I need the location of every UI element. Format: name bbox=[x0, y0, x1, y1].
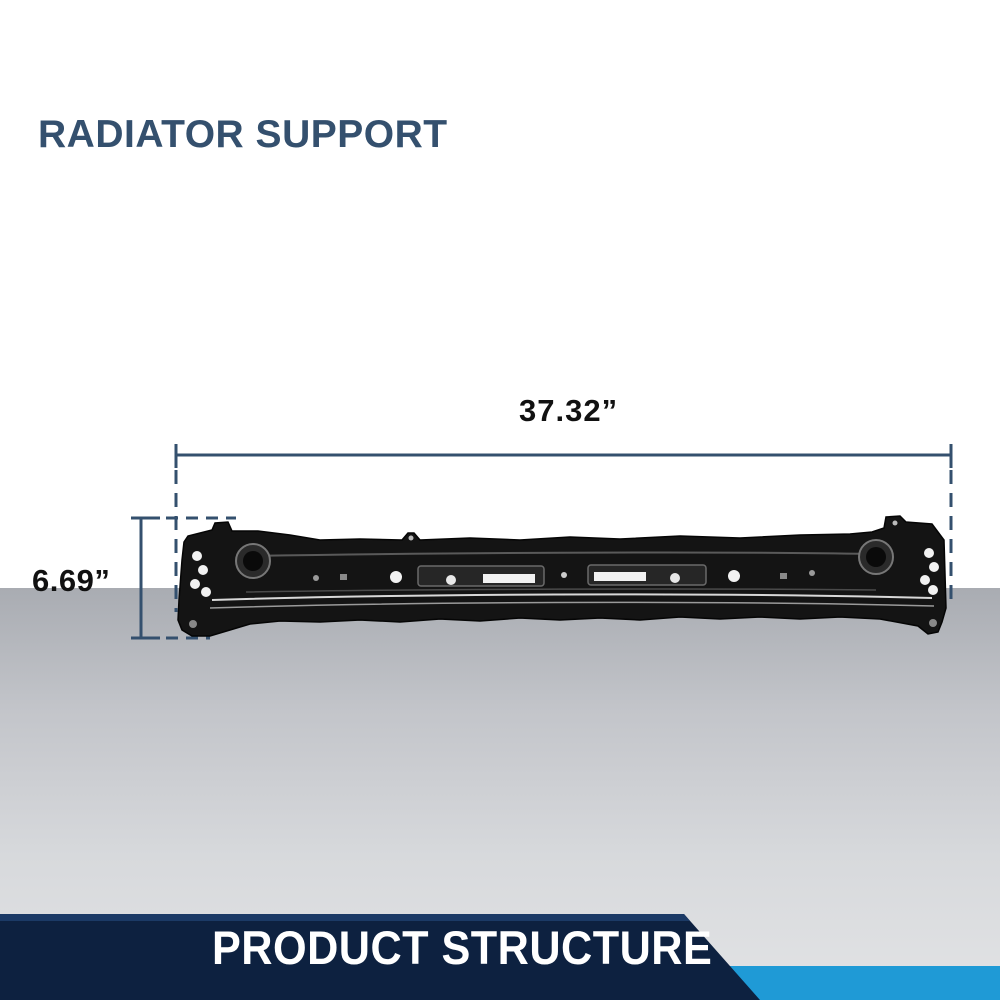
footer-title: PRODUCT STRUCTURE bbox=[212, 921, 713, 974]
width-dimension-label: 37.32” bbox=[519, 393, 619, 428]
height-dimension-label: 6.69” bbox=[32, 563, 111, 598]
width-dimension-line bbox=[174, 444, 953, 612]
background-top bbox=[0, 0, 1000, 588]
radiator-support-part bbox=[177, 515, 947, 637]
product-title: RADIATOR SUPPORT bbox=[38, 113, 448, 156]
height-dimension-line bbox=[131, 516, 236, 640]
footer-banner bbox=[0, 914, 1000, 1000]
